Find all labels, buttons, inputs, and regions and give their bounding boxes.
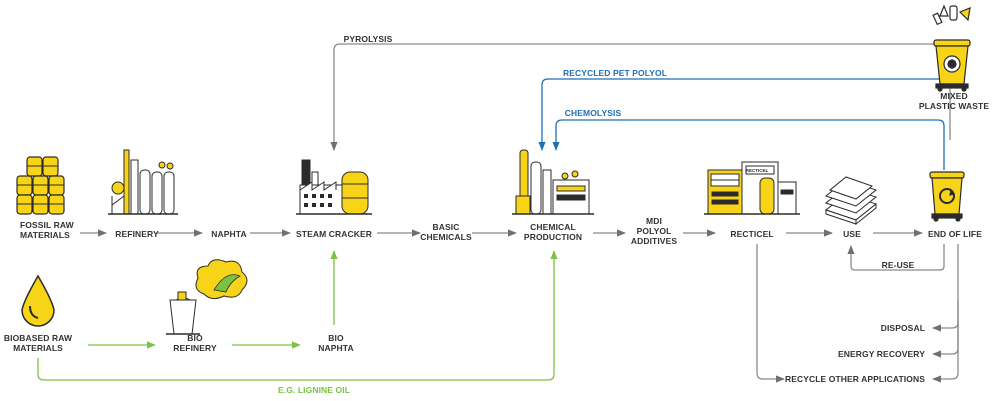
recycled-pet-arrow (538, 78, 940, 151)
label-energy-recovery: ENERGY RECOVERY (838, 349, 925, 359)
foam-sheets-icon (824, 176, 878, 226)
overflowing-recycle-bin-icon (932, 4, 971, 92)
label-re-use: RE-USE (881, 260, 915, 270)
refinery-icon (108, 149, 178, 215)
oil-drop-icon (21, 274, 55, 327)
label-disposal: DISPOSAL (880, 323, 925, 333)
label-recycle-other-applications: RECYCLE OTHER APPLICATIONS (784, 374, 925, 384)
label-end-of-life: END OF LIFE (928, 229, 982, 239)
label-use: USE (843, 229, 861, 239)
oil-barrels-icon (16, 156, 65, 215)
end-of-life-outputs (756, 244, 959, 383)
label-lignine-oil: E.G. LIGNINE OIL (278, 385, 350, 395)
lignine-oil-arrow (37, 250, 558, 381)
recycle-bin-icon (929, 171, 965, 222)
label-recycled-pet-polyol: RECYCLED PET POLYOL (562, 68, 668, 78)
bio-refinery-icon (166, 259, 248, 335)
recticel-sign: RECTICEL (746, 168, 769, 173)
chemical-plant-icon (512, 149, 594, 215)
label-recticel: RECTICEL (730, 229, 774, 239)
reuse-arrow (847, 244, 945, 271)
chemolysis-arrow (552, 119, 945, 170)
pyrolysis-arrow (330, 43, 951, 151)
label-refinery: REFINERY (115, 229, 159, 239)
label-pyrolysis: PYROLYSIS (343, 34, 393, 44)
label-chemolysis: CHEMOLYSIS (564, 108, 622, 118)
recticel-factory-icon (704, 161, 800, 215)
steam-cracker-factory-icon (296, 159, 372, 215)
label-steam-cracker: STEAM CRACKER (296, 229, 372, 239)
label-naphta: NAPHTA (211, 229, 247, 239)
